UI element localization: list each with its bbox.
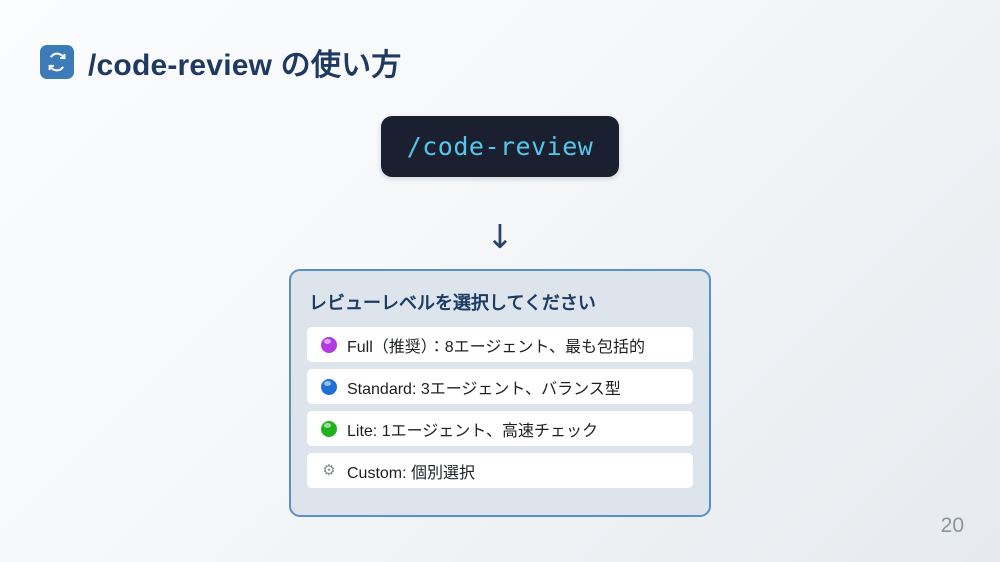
gear-icon: ⚙: [319, 461, 339, 481]
option-row-custom[interactable]: ⚙ Custom: 個別選択: [307, 453, 693, 488]
option-label-custom: Custom: 個別選択: [347, 464, 476, 482]
option-label-full: Full（推奨）：8エージェント、最も包括的: [347, 338, 646, 356]
gear-glyph: ⚙: [322, 461, 336, 479]
page-number: 20: [940, 514, 964, 537]
option-row-full[interactable]: Full（推奨）：8エージェント、最も包括的: [307, 327, 693, 362]
option-row-lite[interactable]: Lite: 1エージェント、高速チェック: [307, 411, 693, 446]
option-label-lite: Lite: 1エージェント、高速チェック: [347, 422, 598, 440]
option-label-standard: Standard: 3エージェント、バランス型: [347, 380, 621, 398]
sync-refresh-icon: [40, 45, 74, 79]
panel-title: レビューレベルを選択してください: [309, 293, 596, 313]
review-level-panel: レビューレベルを選択してください Full（推奨）：8エージェント、最も包括的 …: [289, 269, 711, 517]
option-list: Full（推奨）：8エージェント、最も包括的 Standard: 3エージェント…: [307, 327, 693, 488]
command-text: /code-review: [406, 132, 594, 161]
down-arrow-icon: ↓: [486, 216, 514, 256]
command-chip: /code-review: [381, 116, 619, 177]
blue-circle-icon: [319, 377, 339, 397]
purple-circle-icon: [319, 335, 339, 355]
page-title-text: /code-review の使い方: [88, 49, 402, 82]
option-row-standard[interactable]: Standard: 3エージェント、バランス型: [307, 369, 693, 404]
green-circle-icon: [319, 419, 339, 439]
page-title: /code-review の使い方: [40, 40, 401, 84]
